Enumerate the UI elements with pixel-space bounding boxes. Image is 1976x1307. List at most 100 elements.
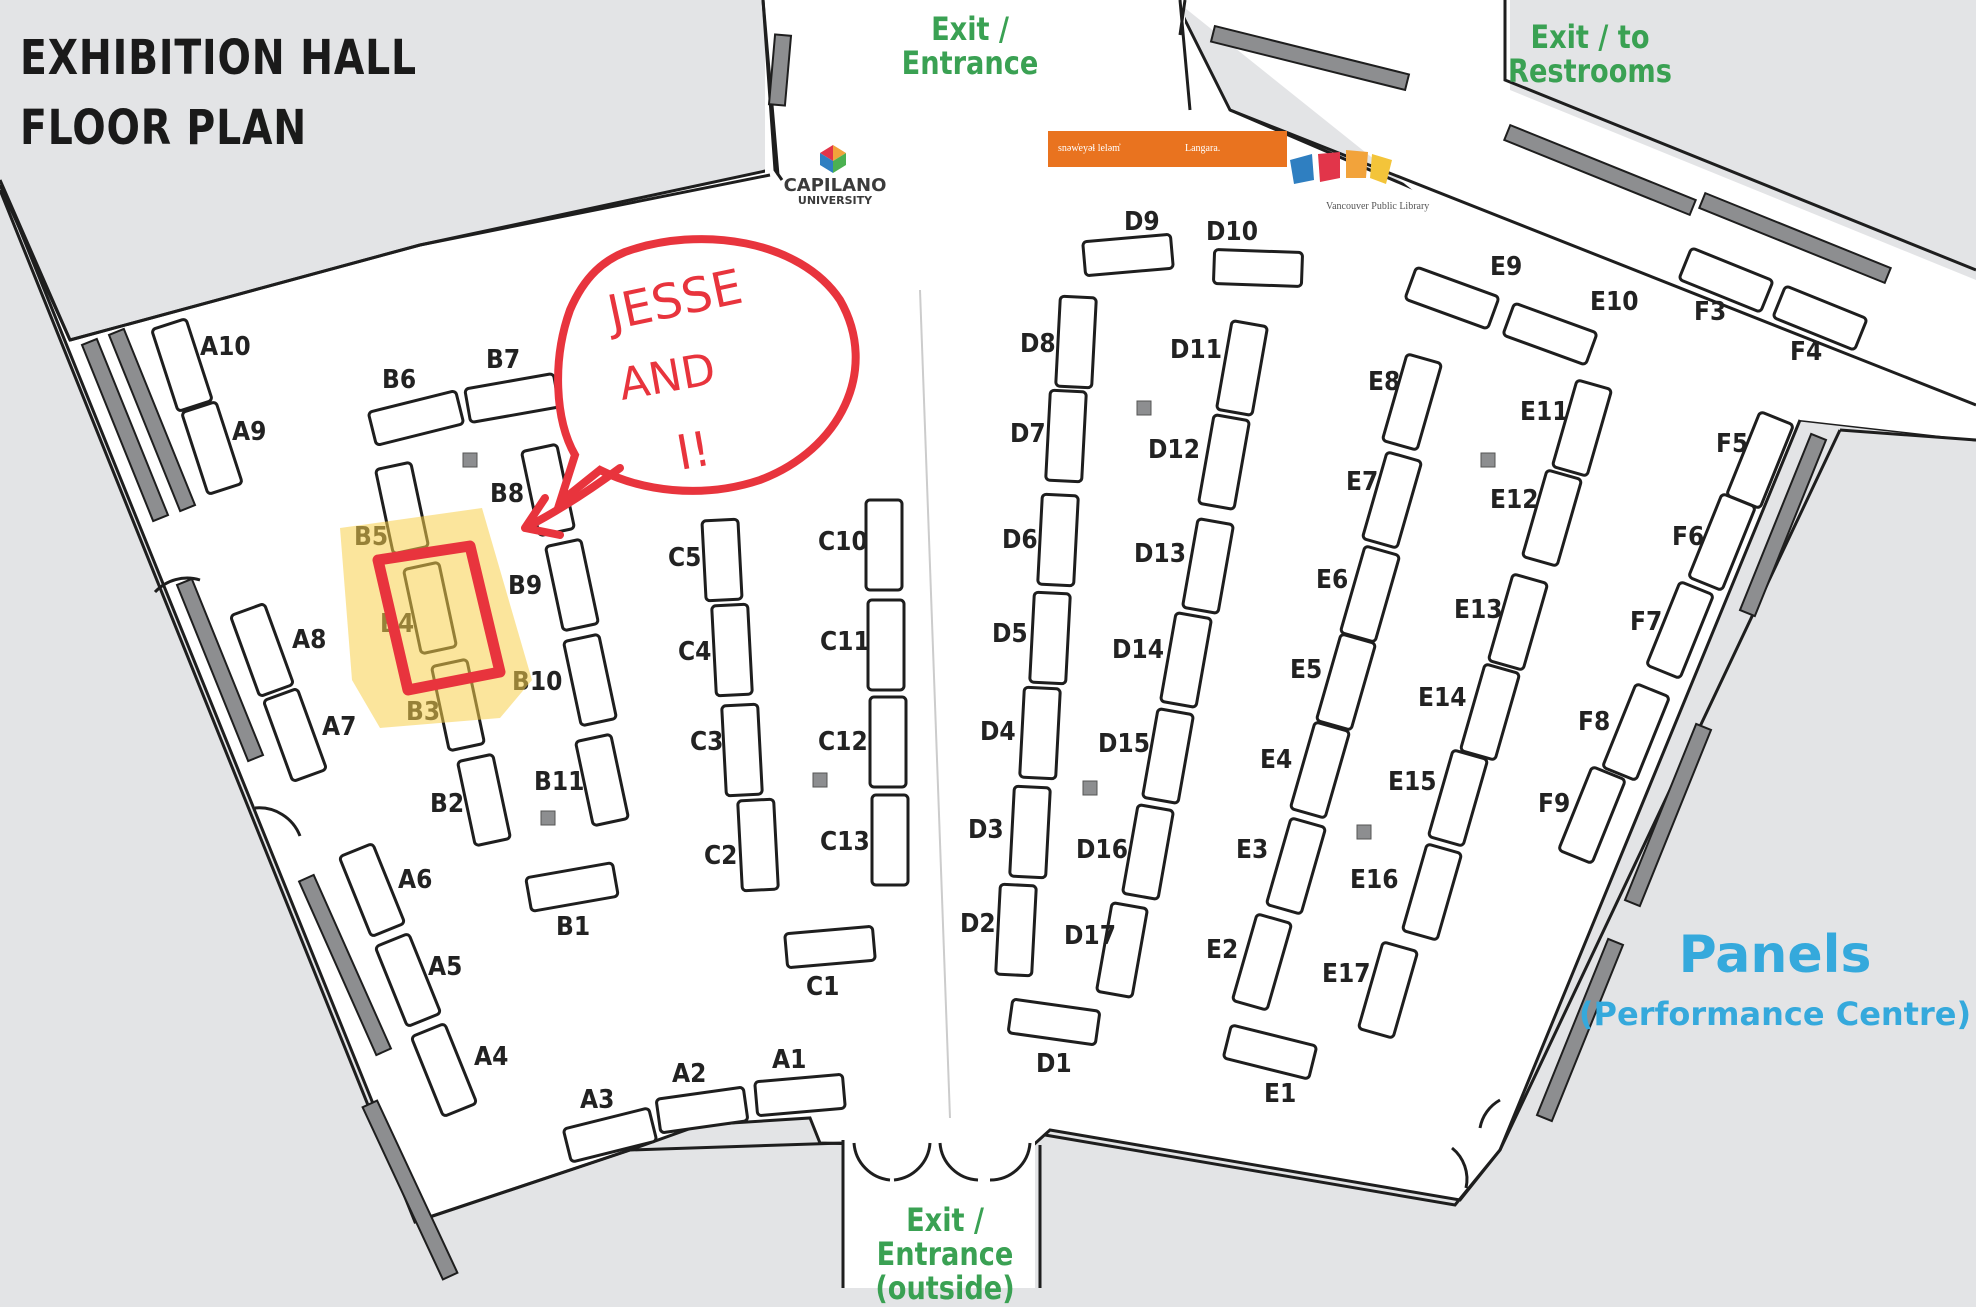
wall-bar [1623, 722, 1713, 908]
booth-a9 [181, 401, 243, 495]
snaweyat-logo: snəw̓eyəɬ leləm̓ [1048, 131, 1193, 167]
booth-label-f7: F7 [1630, 607, 1662, 637]
booth-label-e11: E11 [1520, 397, 1569, 427]
booth-f9 [1558, 766, 1626, 864]
door-swing [1478, 1098, 1501, 1129]
booth-e7 [1361, 451, 1423, 549]
wall-bar [1535, 937, 1625, 1123]
booth-b10 [562, 633, 618, 727]
booth-label-a2: A2 [672, 1059, 706, 1089]
yellow-highlight [340, 508, 532, 728]
booth-label-b9: B9 [508, 571, 542, 601]
wall-bar [1697, 191, 1893, 285]
booth-f6 [1688, 493, 1756, 591]
booth-a1 [753, 1073, 847, 1117]
booth-label-a10: A10 [200, 332, 251, 362]
booth-label-b2: B2 [430, 789, 464, 819]
booth-e1 [1222, 1024, 1318, 1080]
booth-label-e12: E12 [1490, 485, 1539, 515]
booth-a8 [230, 603, 294, 697]
vpl-logo-text: Vancouver Public Library [1326, 201, 1430, 212]
booth-e3 [1265, 817, 1327, 915]
wall-bar [767, 33, 793, 107]
booth-label-d6: D6 [1002, 525, 1038, 555]
booth-b2 [456, 753, 512, 847]
booth-e11 [1551, 379, 1613, 477]
panels-subtitle: (Performance Centre) [1578, 995, 1972, 1033]
booth-label-c12: C12 [818, 727, 868, 757]
booth-label-a9: A9 [232, 417, 266, 447]
booth-label-b8: B8 [490, 479, 524, 509]
booth-b1 [524, 861, 620, 913]
booth-c4 [710, 602, 754, 698]
booth-label-c5: C5 [668, 543, 701, 573]
booth-label-e9: E9 [1490, 252, 1522, 282]
booth-label-d5: D5 [992, 619, 1028, 649]
pillar-square [1136, 400, 1152, 416]
booth-label-e17: E17 [1322, 959, 1371, 989]
booth-label-a5: A5 [428, 952, 462, 982]
booth-label-e2: E2 [1206, 935, 1238, 965]
booth-c2 [736, 797, 780, 893]
booth-label-d10: D10 [1206, 217, 1258, 247]
booth-e12 [1521, 469, 1583, 567]
booth-d3 [1008, 784, 1052, 880]
booth-label-a3: A3 [580, 1085, 614, 1115]
booth-label-d7: D7 [1010, 419, 1046, 449]
door-swing [989, 1142, 1032, 1182]
booth-label-c4: C4 [678, 637, 711, 667]
booth-e2 [1231, 913, 1293, 1011]
booth-a6 [338, 843, 406, 937]
booth-d15 [1141, 707, 1195, 805]
booth-label-c2: C2 [704, 841, 737, 871]
pillar-square [1356, 824, 1372, 840]
booth-d7 [1044, 388, 1088, 484]
wall-bar [80, 337, 170, 523]
booth-label-d8: D8 [1020, 329, 1056, 359]
booth-label-d16: D16 [1076, 835, 1128, 865]
booth-label-d11: D11 [1170, 335, 1222, 365]
wall-bar [1209, 24, 1411, 92]
booth-d2 [994, 882, 1038, 978]
door-swing [254, 806, 302, 837]
booth-e9 [1404, 266, 1500, 330]
booth-e4 [1289, 721, 1351, 819]
booth-label-e16: E16 [1350, 865, 1399, 895]
booth-label-c10: C10 [818, 527, 868, 557]
booth-label-c1: C1 [806, 972, 839, 1002]
doors [153, 576, 1501, 1189]
booth-label-b11: B11 [534, 767, 584, 797]
vpl-logo-icon [1290, 150, 1392, 184]
booth-label-d3: D3 [968, 815, 1004, 845]
booth-d17 [1095, 901, 1149, 999]
booth-label-d15: D15 [1098, 729, 1150, 759]
booth-d12 [1197, 413, 1251, 511]
booth-label-b6: B6 [382, 365, 416, 395]
booth-d14 [1159, 611, 1213, 709]
booth-d6 [1036, 492, 1080, 588]
door-swing [893, 1142, 932, 1182]
annotation-text-and: AND [615, 344, 719, 411]
booth-d11 [1215, 319, 1269, 417]
annotation-speech-circle [552, 235, 860, 514]
booth-label-f8: F8 [1578, 707, 1610, 737]
booth-label-b7: B7 [486, 345, 520, 375]
booth-label-e13: E13 [1454, 595, 1503, 625]
booth-d4 [1018, 685, 1062, 781]
booth-label-a4: A4 [474, 1042, 508, 1072]
booth-label-d13: D13 [1134, 539, 1186, 569]
booth-e17 [1357, 941, 1419, 1039]
annotation-text-i: I! [672, 421, 715, 482]
booth-label-c3: C3 [690, 727, 723, 757]
booth-d13 [1181, 517, 1235, 615]
map-title-line1: EXHIBITION HALL [20, 30, 417, 86]
booth-label-c11: C11 [820, 627, 870, 657]
booth-label-d9: D9 [1124, 207, 1160, 237]
booth-a4 [410, 1023, 478, 1117]
booth-label-e10: E10 [1590, 287, 1639, 317]
booth-b6 [367, 389, 465, 447]
booth-label-f6: F6 [1672, 522, 1704, 552]
booth-d9 [1081, 233, 1175, 277]
booth-label-e15: E15 [1388, 767, 1437, 797]
